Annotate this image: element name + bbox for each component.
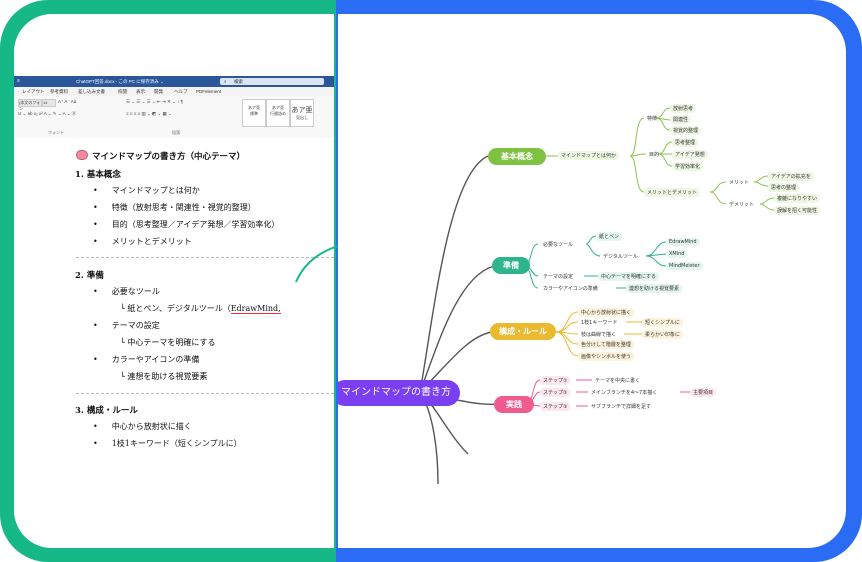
leaf-node[interactable]: 必要なツール [543, 242, 574, 248]
word-window: ≡ ChatGPT回答.docx - この PC に保存済み ⌄ ⌕ 検索 レイ… [14, 76, 334, 548]
leaf-node[interactable]: 関連性 [670, 115, 692, 124]
leaf-node[interactable]: 連想を助ける視覚要素 [626, 284, 683, 293]
leaf-node[interactable]: 思考の整理 [768, 183, 800, 192]
leaf-node[interactable]: マインドマップとは何か [558, 151, 620, 160]
font-size-select[interactable]: 14 [42, 99, 56, 107]
format-icons[interactable]: U ⌄ ab x₂ x² A ⌄ ✎ ⌄ A ⌄ Ⓐ [18, 111, 77, 116]
leaf-node[interactable]: 複雑になりやすい [774, 194, 821, 203]
section-1-heading: 1. 基本概念 [75, 170, 121, 180]
list-item: •マインドマップとは何か [93, 186, 200, 195]
ribbon: (本文のフォン 14 A⁺ A⁻ Aa U ⌄ ab x₂ x² A ⌄ ✎ ⌄… [14, 96, 334, 139]
section-2-heading: 2. 準備 [75, 271, 104, 281]
word-panel: ≡ ChatGPT回答.docx - この PC に保存済み ⌄ ⌕ 検索 レイ… [14, 14, 334, 548]
leaf-node[interactable]: 学習効率化 [672, 162, 704, 171]
tab-developer[interactable]: 開発 [154, 89, 163, 94]
tab-view[interactable]: 表示 [136, 89, 145, 94]
leaf-node[interactable]: ステップ② [540, 388, 571, 397]
word-titlebar: ≡ ChatGPT回答.docx - この PC に保存済み ⌄ ⌕ 検索 [14, 76, 334, 87]
brain-icon [76, 150, 88, 160]
leaf-node[interactable]: 短くシンプルに [642, 318, 683, 327]
leaf-node[interactable]: メリット [729, 180, 750, 186]
leaf-node[interactable]: 思考整理 [672, 138, 699, 147]
leaf-node[interactable]: MindMeister [666, 262, 703, 270]
leaf-node[interactable]: 特徴 [647, 116, 658, 122]
section-3-heading: 3. 構成・ルール [75, 406, 138, 416]
leaf-node[interactable]: 色分けして階層を整理 [578, 340, 634, 349]
leaf-node[interactable]: 中心から放射状に描く [578, 308, 635, 317]
list-item: •テーマの設定 [93, 321, 160, 330]
leaf-node[interactable]: 視覚的整理 [670, 126, 702, 135]
autosave-icon[interactable]: ≡ [17, 78, 20, 84]
tab-references[interactable]: 参考資料 [50, 89, 68, 94]
tab-pdfelement[interactable]: PDFelement [196, 89, 222, 94]
section-separator [76, 257, 334, 258]
sub-item: └ 紙とペン、デジタルツール（EdrawMind, [120, 304, 281, 314]
sub-item: └ 中心テーマを明確にする [120, 338, 216, 347]
leaf-node[interactable]: メリットとデメリット [644, 188, 701, 197]
leaf-node[interactable]: EdrawMind [666, 238, 700, 246]
list-item: •目的（思考整理／アイデア発想／学習効率化） [93, 220, 280, 229]
section-separator [76, 393, 334, 394]
style-no-spacing[interactable]: あア亜行間詰め [266, 99, 290, 127]
leaf-node[interactable]: 柔らかい印象に [642, 330, 684, 339]
mindmap-connectors [419, 107, 775, 485]
document-title: ChatGPT回答.docx - この PC に保存済み ⌄ [76, 79, 164, 84]
branch-practice[interactable]: 実践 [494, 396, 534, 413]
document-body[interactable]: マインドマップの書き方（中心テーマ） 1. 基本概念 •マインドマップとは何か … [14, 138, 334, 548]
mindmap-panel: マインドマップの書き方 基本概念 準備 構成・ルール 実践 マインドマップとは何… [338, 14, 846, 548]
leaf-node[interactable]: ステップ③ [540, 402, 571, 411]
list-item: •特徴（放射思考・関連性・視覚的整理） [93, 203, 256, 212]
leaf-node[interactable]: 誤解を招く可能性 [774, 206, 821, 215]
leaf-node[interactable]: アイデア発想 [672, 150, 708, 159]
tab-help[interactable]: ヘルプ [174, 89, 188, 94]
align-icons[interactable]: ≡ ≡ ≡ ≡ ▥ ⌄ ◩ ⌄ ▦ ⌄ [126, 111, 172, 116]
leaf-node[interactable]: デジタルツール [603, 254, 638, 260]
leaf-node[interactable]: アイデアの拡充を [768, 172, 814, 181]
leaf-node[interactable]: サブブランチで詳細を足す [591, 404, 652, 410]
leaf-node[interactable]: カラーやアイコンの準備 [543, 286, 598, 292]
search-icon: ⌕ [224, 79, 227, 84]
list-item: •メリットとデメリット [93, 237, 192, 246]
leaf-node[interactable]: ステップ① [540, 376, 571, 385]
font-group-label: フォント [48, 130, 64, 135]
list-item: •1枝1キーワード（短くシンプルに） [93, 439, 242, 448]
paragraph-group-label: 段落 [172, 130, 180, 135]
leaf-node[interactable]: 主要項目 [690, 388, 717, 397]
grow-font-icon[interactable]: A⁺ A⁻ Aa [58, 99, 77, 104]
leaf-node[interactable]: 中心テーマを明確にする [598, 272, 660, 281]
branch-structure-rules[interactable]: 構成・ルール [490, 323, 556, 340]
style-heading[interactable]: あア亜見出し [290, 99, 314, 127]
leaf-node[interactable]: 1枝1キーワード [581, 320, 618, 326]
branch-preparation[interactable]: 準備 [492, 257, 530, 274]
leaf-node[interactable]: 枝は曲線で描く [581, 332, 617, 338]
leaf-node[interactable]: 放射思考 [670, 104, 697, 113]
list-icons[interactable]: ☰ ⌄ ☰ ⌄ ☰ ⌄ ⇤ ⇥ ✕ ⌄ ↕ ¶ [126, 99, 183, 104]
branch-basic-concepts[interactable]: 基本概念 [488, 148, 546, 165]
leaf-node[interactable]: テーマの設定 [543, 274, 574, 280]
edrawmind-link: EdrawMind, [230, 304, 281, 314]
root-node[interactable]: マインドマップの書き方 [338, 380, 460, 406]
tab-review[interactable]: 校閲 [118, 89, 127, 94]
leaf-node[interactable]: デメリット [729, 202, 755, 208]
search-box[interactable]: ⌕ 検索 [220, 78, 324, 85]
search-placeholder: 検索 [234, 79, 243, 84]
leaf-node[interactable]: 紙とペン [596, 232, 623, 241]
leaf-node[interactable]: XMind [666, 250, 688, 258]
style-normal[interactable]: あア亜標準 [242, 99, 266, 127]
leaf-node[interactable]: 画像やシンボルを使う [578, 352, 635, 361]
tab-layout[interactable]: レイアウト [22, 89, 45, 94]
leaf-node[interactable]: テーマを中央に書く [595, 378, 641, 384]
document-title-line: マインドマップの書き方（中心テーマ） [76, 150, 245, 162]
tab-mailings[interactable]: 差し込み文書 [78, 89, 105, 94]
sub-item: └ 連想を助ける視覚要素 [120, 372, 208, 381]
panel-divider [334, 14, 336, 548]
list-item: •カラーやアイコンの準備 [93, 355, 200, 364]
list-item: •中心から放射状に描く [93, 422, 192, 431]
leaf-node[interactable]: 目的 [649, 152, 660, 158]
ribbon-tabs: レイアウト 参考資料 差し込み文書 校閲 表示 開発 ヘルプ PDFelemen… [14, 87, 334, 96]
font-name-select[interactable]: (本文のフォン [18, 99, 42, 111]
list-item: •必要なツール [93, 287, 160, 296]
leaf-node[interactable]: メインブランチを4〜7本描く [591, 390, 658, 396]
mindmap-canvas[interactable]: マインドマップの書き方 基本概念 準備 構成・ルール 実践 マインドマップとは何… [338, 14, 846, 548]
